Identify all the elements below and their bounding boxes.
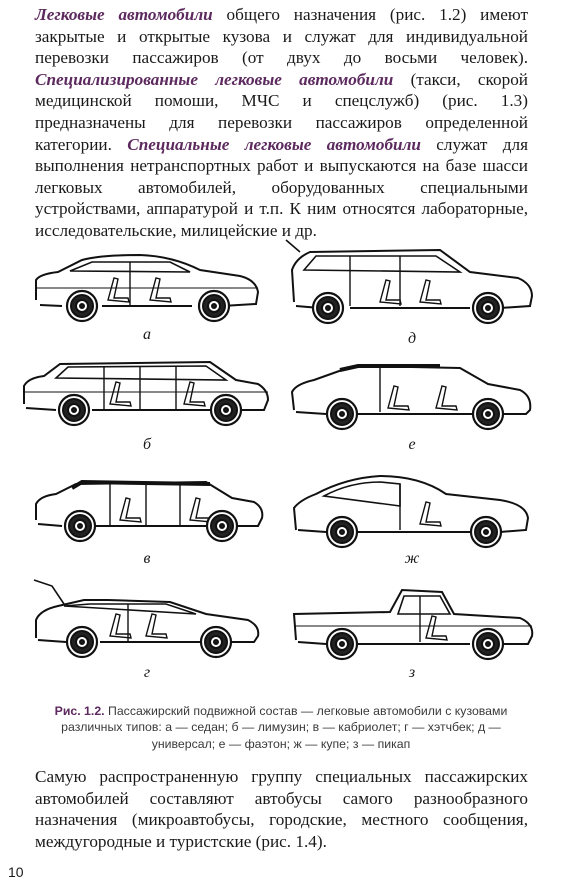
- intro-paragraph: Легковые автомобили общего назначения (р…: [35, 4, 528, 242]
- intro-text-3: служат для выполнения нетранспортных раб…: [35, 134, 528, 240]
- intro-text-2: (такси, скорой медицинской помоши, МЧС и…: [35, 69, 528, 154]
- term-passenger-cars: Легковые автомобили: [35, 5, 213, 24]
- intro-text-1: общего назначения (рис. 1.2) имеют закры…: [35, 5, 528, 68]
- car-convertible-drawing: [35, 479, 264, 543]
- car-sedan-drawing: [35, 253, 260, 323]
- car-hatchback-drawing: [33, 579, 260, 659]
- car-phaeton-drawing: [290, 364, 532, 431]
- term-special-cars: Специальные легковые автомобили: [127, 134, 421, 154]
- car-wagon-drawing: [285, 239, 534, 325]
- car-pickup-drawing: [292, 588, 534, 661]
- caption-text: Пассажирский подвижной состав — легковые…: [61, 704, 508, 751]
- label-limousine: б: [142, 436, 152, 453]
- label-sedan: а: [143, 326, 151, 343]
- label-phaeton: е: [408, 436, 416, 453]
- label-convertible: в: [143, 550, 151, 567]
- label-wagon: д: [407, 330, 417, 347]
- label-hatchback: г: [143, 664, 151, 681]
- figure-caption: Рис. 1.2. Пассажирский подвижной состав …: [30, 703, 532, 752]
- caption-title: Рис. 1.2.: [54, 704, 105, 718]
- car-coupe-drawing: [292, 474, 530, 549]
- label-coupe: ж: [404, 550, 420, 567]
- label-pickup: з: [408, 664, 416, 681]
- term-specialized-cars: Специализированные легковые автомобили: [35, 69, 394, 89]
- buses-paragraph: Самую распространенную группу специальны…: [35, 767, 528, 851]
- page-number: 10: [8, 864, 24, 880]
- car-limousine-drawing: [23, 360, 270, 427]
